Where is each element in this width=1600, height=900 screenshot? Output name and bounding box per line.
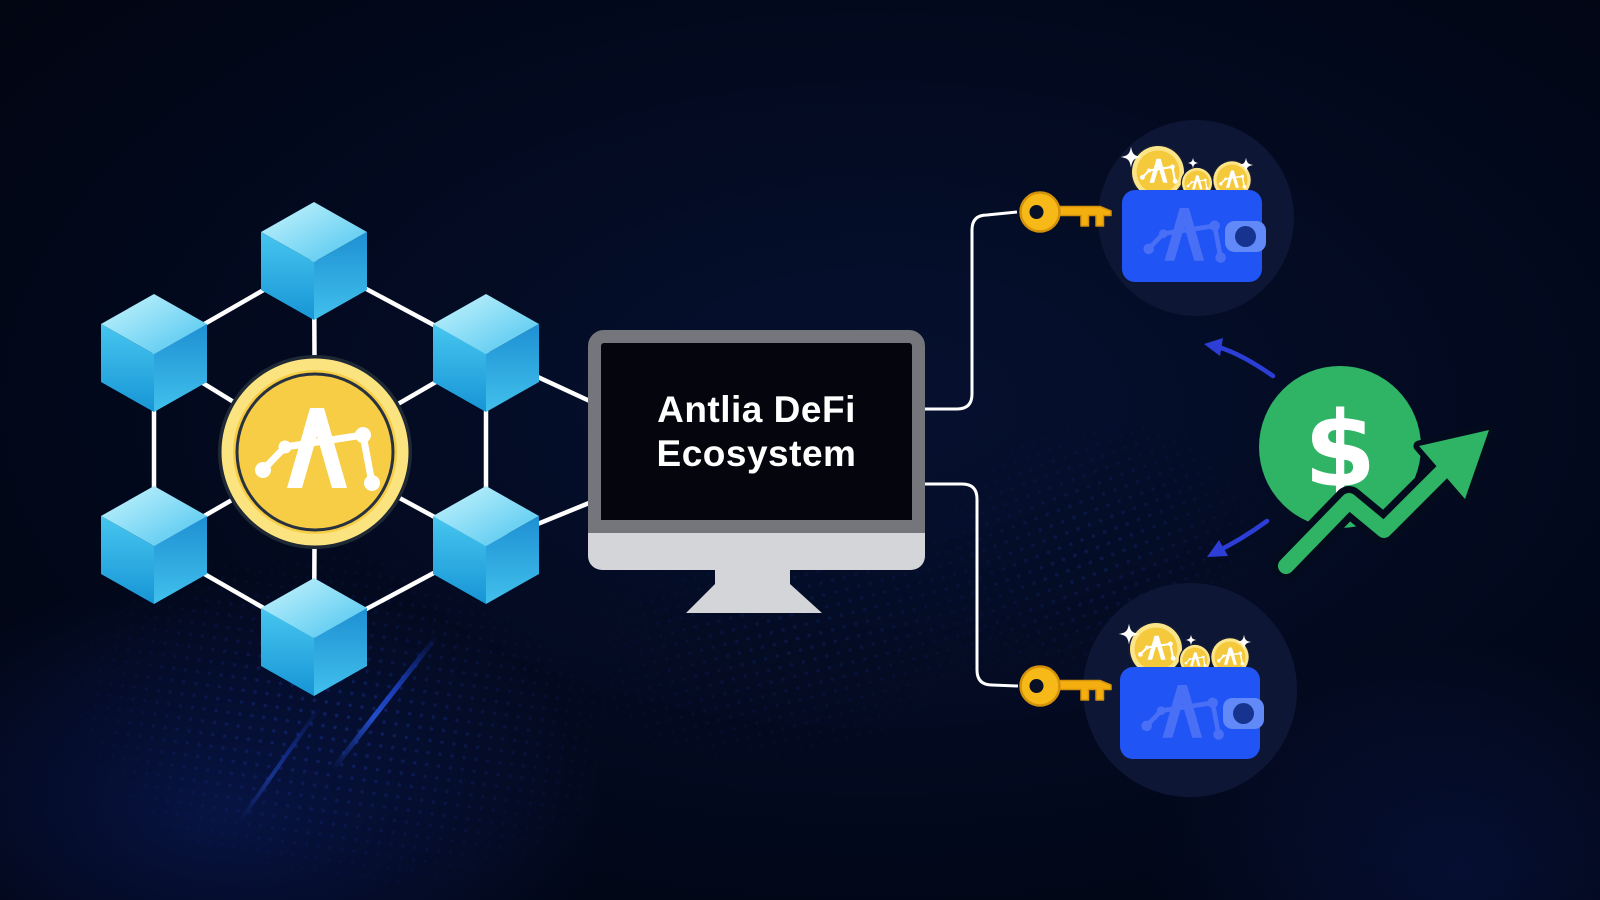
dollar-badge: $: [1259, 366, 1421, 528]
key-top-icon: [1019, 191, 1113, 233]
monitor-to-wallet-links: [922, 210, 1019, 688]
blockchain-network: [101, 202, 539, 696]
blockchain-cube-icon: [101, 486, 207, 604]
blockchain-cube-icon: [261, 202, 367, 320]
blockchain-cube-icon: [261, 578, 367, 696]
growth-arrow-icon: [1271, 424, 1495, 581]
blockchain-cube-icon: [433, 486, 539, 604]
coin-ring: [235, 372, 395, 532]
coin-face: [233, 370, 397, 534]
dollar-circle-icon: [1259, 366, 1421, 528]
blockchain-cube-icon: [101, 294, 207, 412]
wallet-top-icon: [1121, 144, 1266, 282]
blockchain-cube-icon: [433, 294, 539, 412]
wallet-bottom-icon: [1119, 621, 1264, 759]
transfer-arrow-bottom-icon: [1207, 518, 1270, 557]
connector-line-bottom: [922, 482, 1019, 688]
transfer-arrow-top-icon: [1204, 338, 1276, 379]
antlia-coin-icon: [218, 355, 412, 549]
connector-line-top: [922, 210, 1018, 411]
